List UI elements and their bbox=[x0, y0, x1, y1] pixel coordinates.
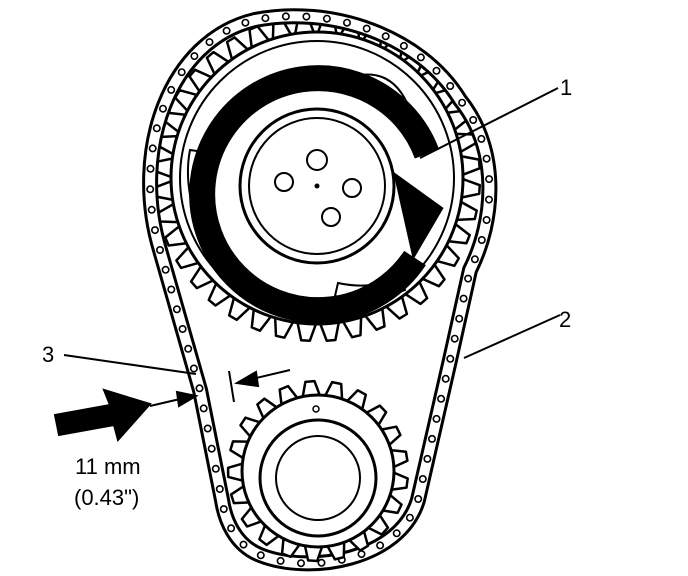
chain-link-pin bbox=[469, 116, 478, 125]
chain-link-pin bbox=[464, 274, 473, 283]
callout-label-1: 1 bbox=[560, 75, 572, 100]
chain-link-pin bbox=[159, 104, 168, 113]
callout-label-2: 2 bbox=[559, 307, 571, 332]
measurement-metric: 11 mm bbox=[75, 454, 141, 479]
chain-link-pin bbox=[256, 551, 265, 560]
chain-link-pin bbox=[195, 384, 204, 393]
chain-link-pin bbox=[423, 454, 432, 463]
measurement-arrowhead-icon bbox=[233, 370, 260, 388]
chain-link-pin bbox=[177, 68, 186, 77]
chain-link-pin bbox=[342, 18, 351, 27]
chain-link-pin bbox=[418, 474, 427, 483]
chain-link-pin bbox=[146, 185, 155, 194]
chain-link-pin bbox=[485, 175, 494, 184]
chain-link-pin bbox=[416, 53, 425, 62]
chain-link-pin bbox=[482, 216, 491, 225]
chain-link-pin bbox=[241, 18, 250, 27]
chain-link-pin bbox=[477, 236, 486, 245]
callout-leaders bbox=[63, 87, 561, 375]
hub-bolt-hole bbox=[306, 149, 328, 171]
slack-measurement bbox=[149, 369, 291, 408]
measurement-tick bbox=[228, 370, 235, 403]
rotation-arrow-icon bbox=[189, 65, 444, 324]
chain-link-pin bbox=[167, 285, 176, 294]
deflection-arrowhead-icon bbox=[175, 390, 199, 408]
hub-bolt-hole bbox=[321, 207, 341, 227]
chain-link-pin bbox=[211, 464, 220, 473]
chain-link-pin bbox=[152, 124, 161, 133]
chain-link-pin bbox=[427, 434, 436, 443]
chain-link-pin bbox=[437, 394, 446, 403]
chain-link-pin bbox=[441, 374, 450, 383]
chain-link-pin bbox=[261, 14, 270, 23]
push-arrow-icon bbox=[53, 388, 152, 443]
chain-link-pin bbox=[302, 12, 311, 21]
callout-label-3: 3 bbox=[42, 342, 54, 367]
chain-link-pin bbox=[203, 424, 212, 433]
chain-link-pin bbox=[205, 38, 214, 47]
chain-link-pin bbox=[148, 144, 157, 153]
deflection-arrow-line bbox=[149, 398, 181, 407]
chain-link-pin bbox=[470, 255, 479, 264]
hub-center-mark bbox=[314, 183, 320, 189]
chain-link-pin bbox=[207, 444, 216, 453]
chain-link-pin bbox=[357, 550, 366, 559]
chain-link-pin bbox=[151, 226, 160, 235]
chain-link-pin bbox=[405, 513, 414, 522]
measurement-imperial: (0.43") bbox=[74, 485, 139, 510]
chain-link-pin bbox=[172, 305, 181, 314]
chain-link-pin bbox=[189, 364, 198, 373]
chain-link-pin bbox=[281, 12, 290, 21]
chain-link-pin bbox=[381, 32, 390, 41]
chain-link-pin bbox=[227, 524, 236, 533]
chain-link-pin bbox=[161, 265, 170, 274]
chain-link-pin bbox=[432, 414, 441, 423]
chain-link-pin bbox=[482, 154, 491, 163]
measurement-arrow-line bbox=[251, 369, 291, 380]
callout-3-leader bbox=[63, 354, 197, 375]
chain-link-pin bbox=[432, 66, 441, 75]
chain-link-pin bbox=[450, 334, 459, 343]
chain-link-pin bbox=[167, 85, 176, 94]
hub-bolt-hole bbox=[274, 172, 294, 192]
chain-link-pin bbox=[458, 98, 467, 107]
chain-link-pin bbox=[459, 294, 468, 303]
chain-link-pin bbox=[296, 559, 305, 568]
chain-link-pin bbox=[239, 540, 248, 549]
chain-link-pin bbox=[219, 505, 228, 514]
chain-link-pin bbox=[392, 529, 401, 538]
callout-2-leader bbox=[463, 314, 561, 359]
crankshaft-hub-inner bbox=[275, 435, 361, 521]
chain-link-pin bbox=[215, 484, 224, 493]
chain-link-pin bbox=[414, 494, 423, 503]
timing-chain bbox=[142, 8, 498, 572]
chain-link-pin bbox=[477, 134, 486, 143]
chain-link-pin bbox=[276, 556, 285, 565]
chain-link-pin bbox=[446, 82, 455, 91]
chain-link-pin bbox=[455, 314, 464, 323]
callout-1-leader bbox=[419, 87, 559, 159]
hub-bolt-hole bbox=[342, 178, 362, 198]
chain-link-pin bbox=[178, 324, 187, 333]
chain-link-pin bbox=[317, 558, 326, 567]
camshaft-hub-inner bbox=[248, 117, 386, 255]
chain-link-pin bbox=[184, 344, 193, 353]
chain-link-pin bbox=[190, 52, 199, 61]
chain-link-pin bbox=[322, 14, 331, 23]
chain-link-pin bbox=[147, 205, 156, 214]
chain-link-pin bbox=[399, 41, 408, 50]
chain-link-pin bbox=[376, 541, 385, 550]
chain-link-pin bbox=[199, 404, 208, 413]
crankshaft-sprocket bbox=[226, 379, 409, 563]
chain-link-pin bbox=[222, 26, 231, 35]
chain-link-pin bbox=[146, 164, 155, 173]
chain-link-pin bbox=[484, 195, 493, 204]
crankshaft-timing-mark bbox=[312, 405, 320, 413]
chain-link-pin bbox=[362, 24, 371, 33]
chain-link-pin bbox=[446, 354, 455, 363]
chain-link-pin bbox=[156, 246, 165, 255]
